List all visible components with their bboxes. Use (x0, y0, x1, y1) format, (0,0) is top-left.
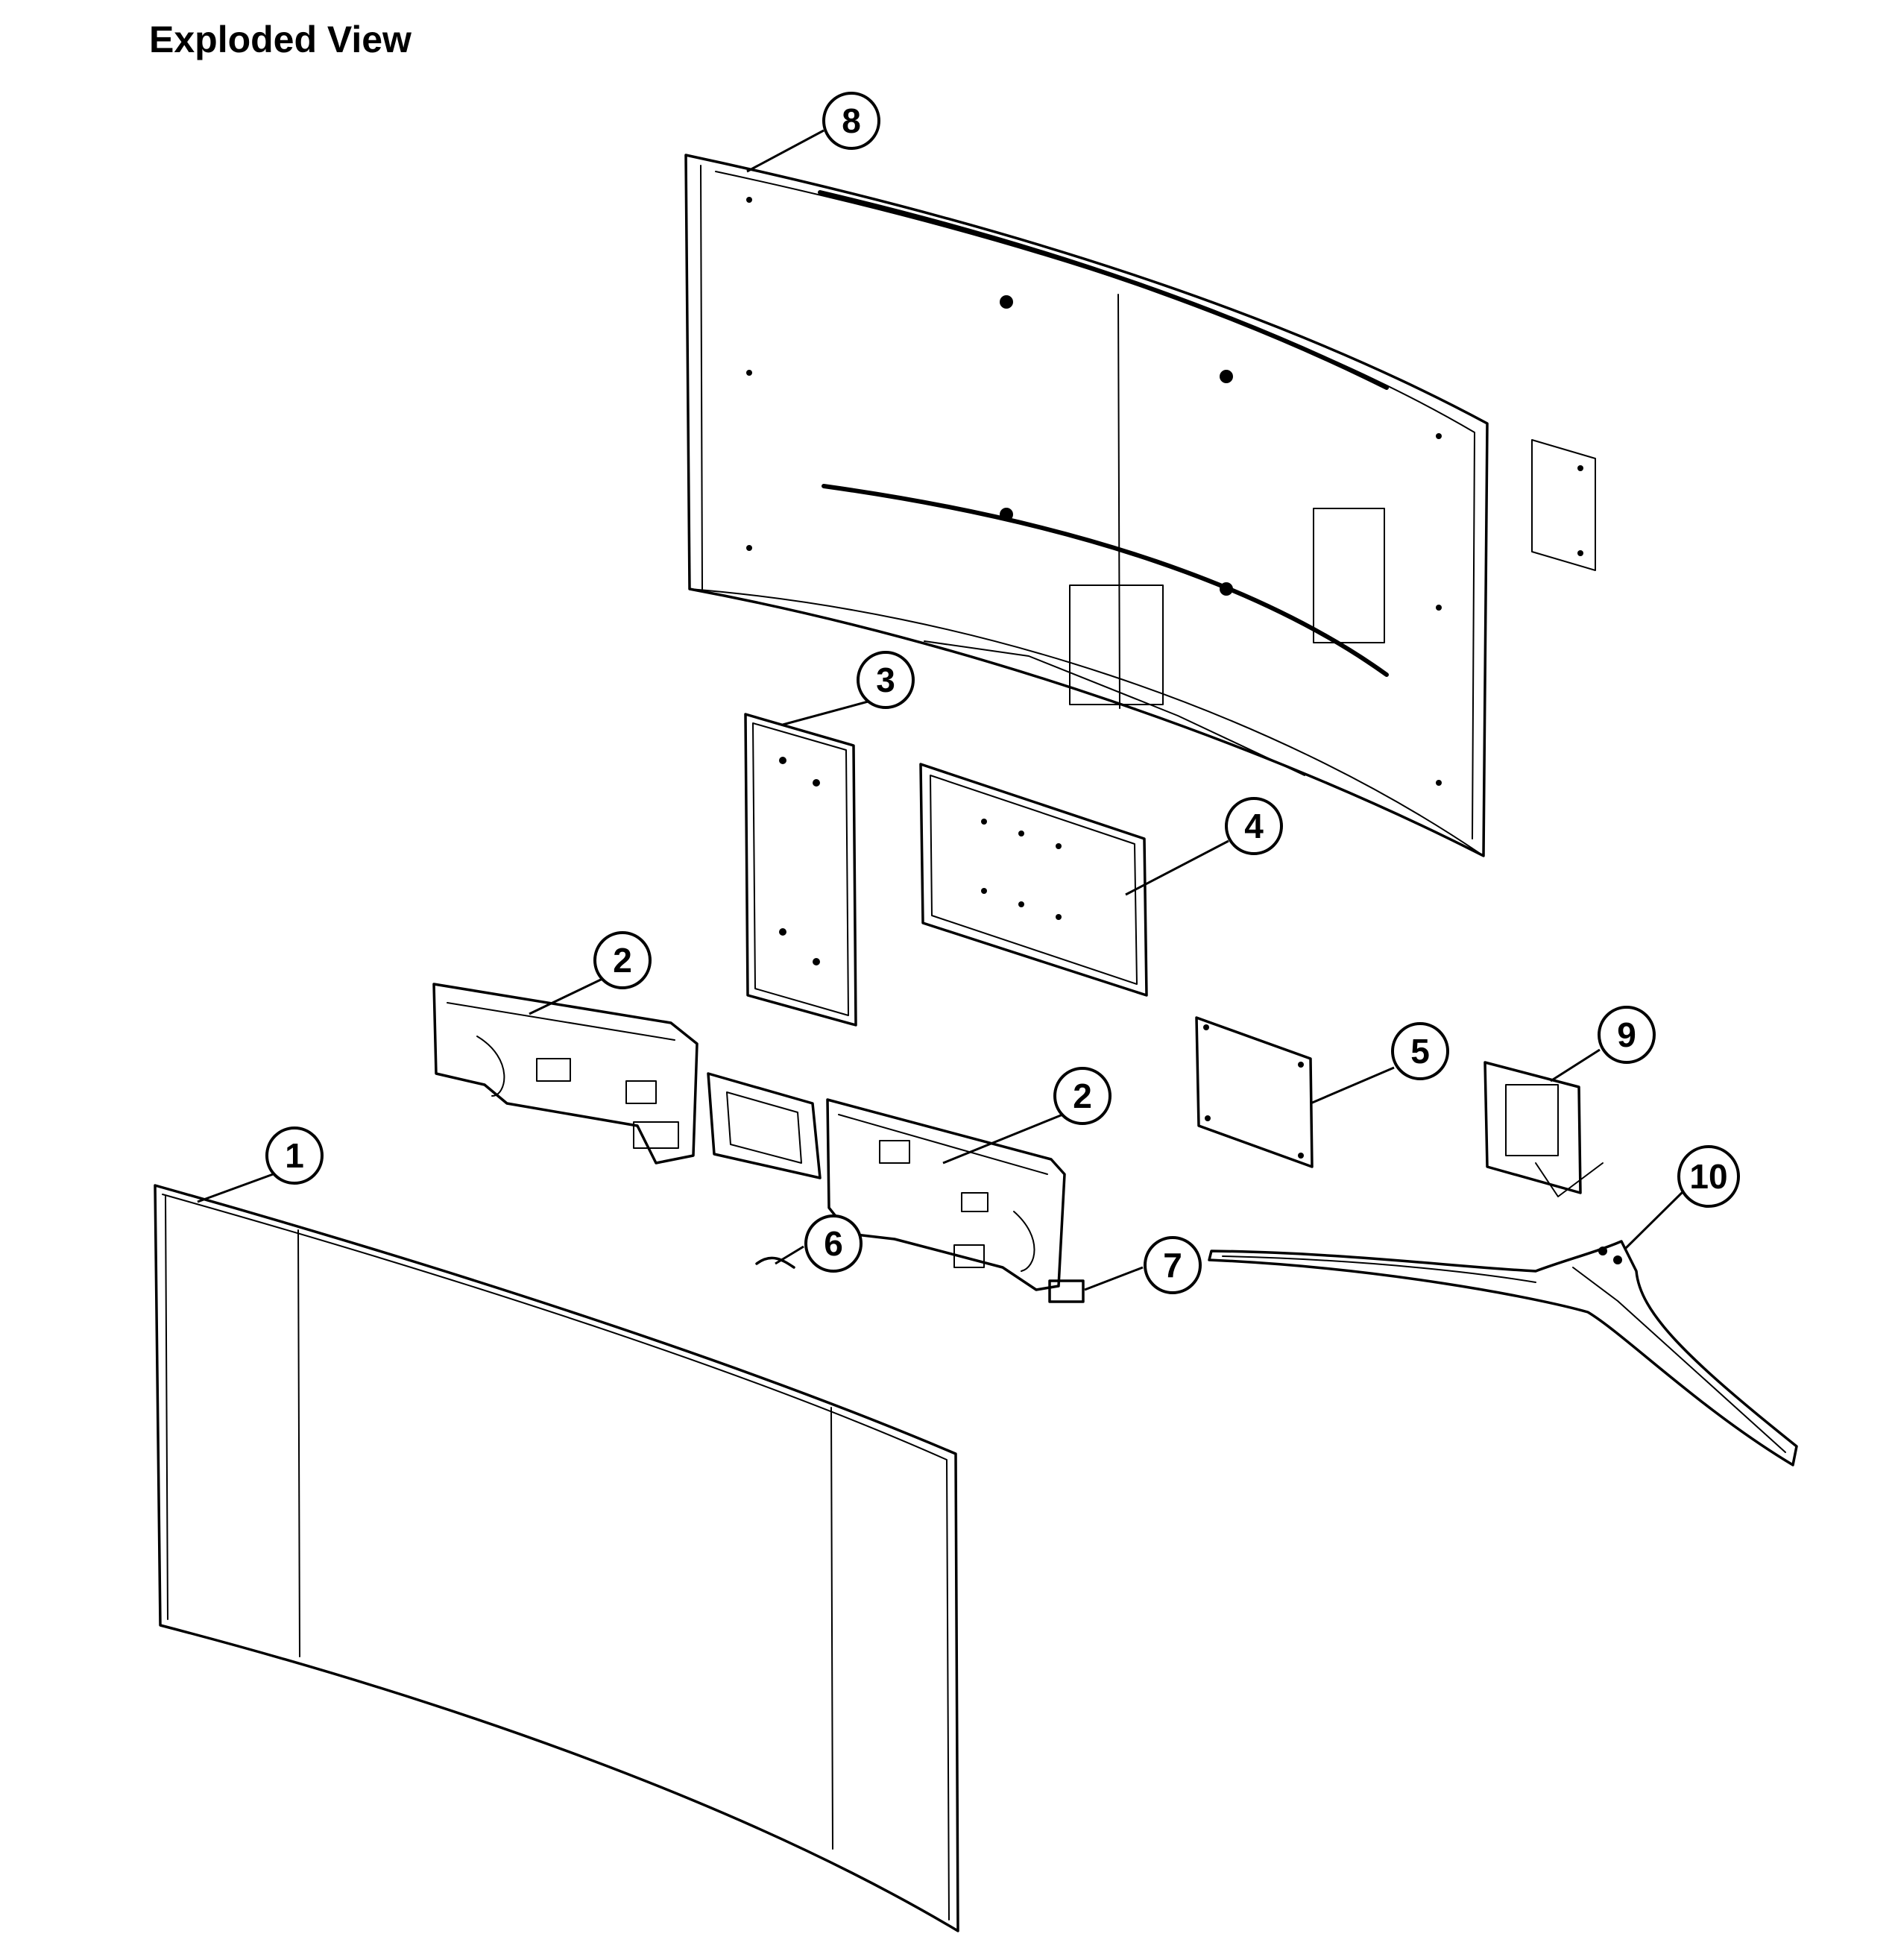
board-5 (1195, 1016, 1314, 1168)
rear-cover-plate (1531, 439, 1596, 571)
page-title: Exploded View (149, 19, 412, 60)
callout-8-label: 8 (842, 101, 861, 140)
callout-6-label: 6 (824, 1224, 843, 1263)
callout-1-label: 1 (285, 1136, 304, 1175)
front-panel (154, 1184, 959, 1932)
callout-6: 6 (804, 1214, 863, 1273)
callout-5-label: 5 (1410, 1032, 1430, 1071)
callout-2-right: 2 (1053, 1067, 1112, 1125)
callout-3-label: 3 (876, 661, 895, 699)
callout-1: 1 (265, 1126, 324, 1185)
callout-9: 9 (1598, 1006, 1656, 1064)
rear-cover (684, 154, 1489, 857)
main-board-bracket-left (432, 983, 699, 1165)
callout-7-label: 7 (1163, 1246, 1182, 1285)
callout-5: 5 (1391, 1022, 1449, 1080)
small-part-6 (755, 1256, 795, 1269)
callout-4: 4 (1225, 797, 1283, 855)
small-part-7 (1048, 1279, 1085, 1303)
callout-10: 10 (1677, 1145, 1740, 1208)
callout-4-label: 4 (1244, 807, 1264, 845)
callout-2-left-label: 2 (613, 941, 632, 980)
callout-7: 7 (1144, 1236, 1202, 1294)
callout-2-left: 2 (593, 931, 652, 989)
callout-9-label: 9 (1617, 1015, 1636, 1054)
center-frame (707, 1072, 822, 1179)
callout-2-right-label: 2 (1073, 1077, 1092, 1115)
callout-3: 3 (857, 651, 915, 709)
callout-8: 8 (822, 92, 880, 150)
board-3 (744, 713, 857, 1027)
callout-10-label: 10 (1689, 1157, 1727, 1196)
board-4 (919, 763, 1148, 997)
stand-bracket (1483, 1061, 1604, 1197)
stand (1208, 1240, 1798, 1466)
leader-lines (197, 129, 1685, 1291)
